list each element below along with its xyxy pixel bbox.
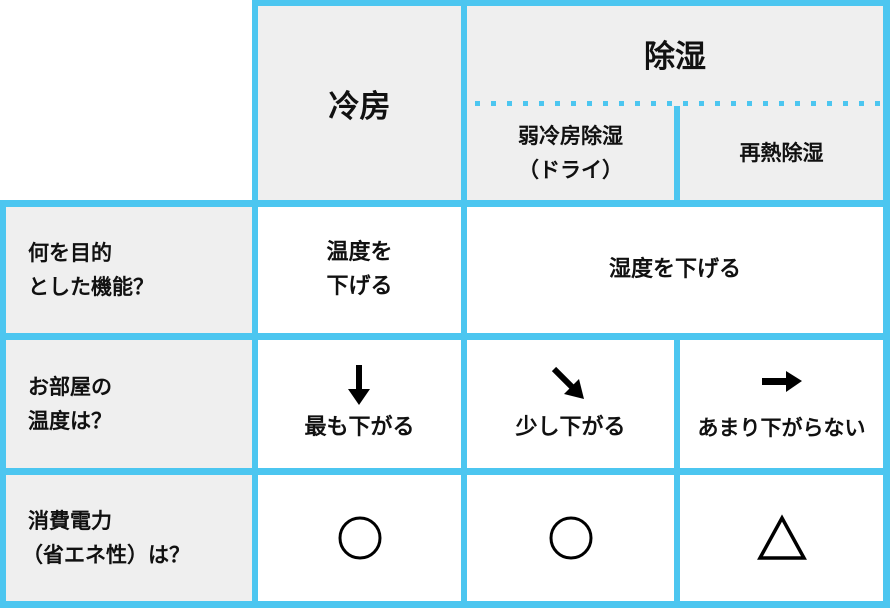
arrow-down-right-icon bbox=[552, 366, 585, 399]
header-weak-cooling-line1: 弱冷房除湿 bbox=[518, 124, 623, 148]
circle-good-icon bbox=[338, 516, 381, 560]
border-bottom bbox=[0, 601, 890, 608]
row-purpose-cooling: 温度を 下げる bbox=[258, 207, 461, 333]
row-purpose-line2: とした機能？ bbox=[28, 275, 154, 299]
row-temperature-reheat: あまり下がらない bbox=[680, 340, 883, 468]
purpose-dehumidify-text: 湿度を下げる bbox=[608, 257, 741, 282]
border-header-bottom bbox=[0, 200, 890, 207]
purpose-cooling-line1: 温度を bbox=[326, 240, 393, 265]
border-col2 bbox=[461, 0, 467, 608]
header-dehumidify-label: 除湿 bbox=[644, 39, 706, 75]
row-temperature-label: お部屋の 温度は？ bbox=[6, 340, 252, 468]
header-cooling-label: 冷房 bbox=[328, 88, 391, 125]
row-power-line2: （省エネ性）は？ bbox=[22, 543, 190, 567]
border-row2-bottom bbox=[0, 468, 890, 475]
row-temperature-line1: お部屋の bbox=[28, 375, 112, 399]
header-cooling: 冷房 bbox=[258, 6, 461, 200]
header-weak-cooling-line2: （ドライ） bbox=[518, 158, 623, 182]
border-col1 bbox=[252, 0, 258, 608]
dotted-divider bbox=[475, 101, 883, 106]
row-purpose-line1: 何を目的 bbox=[28, 241, 112, 265]
header-reheat-label: 再熱除湿 bbox=[739, 141, 824, 165]
row-power-weak bbox=[467, 475, 674, 601]
row-power-reheat bbox=[680, 475, 883, 601]
temperature-reheat-text: あまり下がらない bbox=[697, 416, 866, 440]
row-temperature-cooling: 最も下がる bbox=[258, 340, 461, 468]
row-temperature-weak: 少し下がる bbox=[467, 340, 674, 468]
header-weak-cooling-dehumidify: 弱冷房除湿 （ドライ） bbox=[467, 106, 674, 200]
circle-good-icon bbox=[549, 516, 592, 560]
arrow-down-icon bbox=[348, 365, 371, 405]
border-left bbox=[0, 200, 6, 608]
border-col3-header bbox=[674, 106, 680, 202]
row-power-cooling bbox=[258, 475, 461, 601]
header-dehumidify: 除湿 bbox=[467, 6, 883, 101]
row-purpose-dehumidify: 湿度を下げる bbox=[467, 207, 883, 333]
triangle-fair-icon bbox=[756, 514, 807, 560]
header-reheat-dehumidify: 再熱除湿 bbox=[680, 106, 883, 200]
row-temperature-line2: 温度は？ bbox=[28, 409, 112, 433]
border-row1-bottom bbox=[0, 333, 890, 340]
border-top bbox=[252, 0, 890, 6]
arrow-right-icon bbox=[761, 371, 802, 392]
border-col3-row2 bbox=[674, 333, 680, 608]
row-power-label: 消費電力 （省エネ性）は？ bbox=[6, 475, 252, 601]
row-purpose-label: 何を目的 とした機能？ bbox=[6, 207, 252, 333]
row-power-line1: 消費電力 bbox=[28, 509, 112, 533]
border-right bbox=[883, 0, 890, 608]
temperature-weak-text: 少し下がる bbox=[515, 415, 626, 440]
purpose-cooling-line2: 下げる bbox=[326, 274, 393, 299]
temperature-cooling-text: 最も下がる bbox=[304, 415, 415, 440]
